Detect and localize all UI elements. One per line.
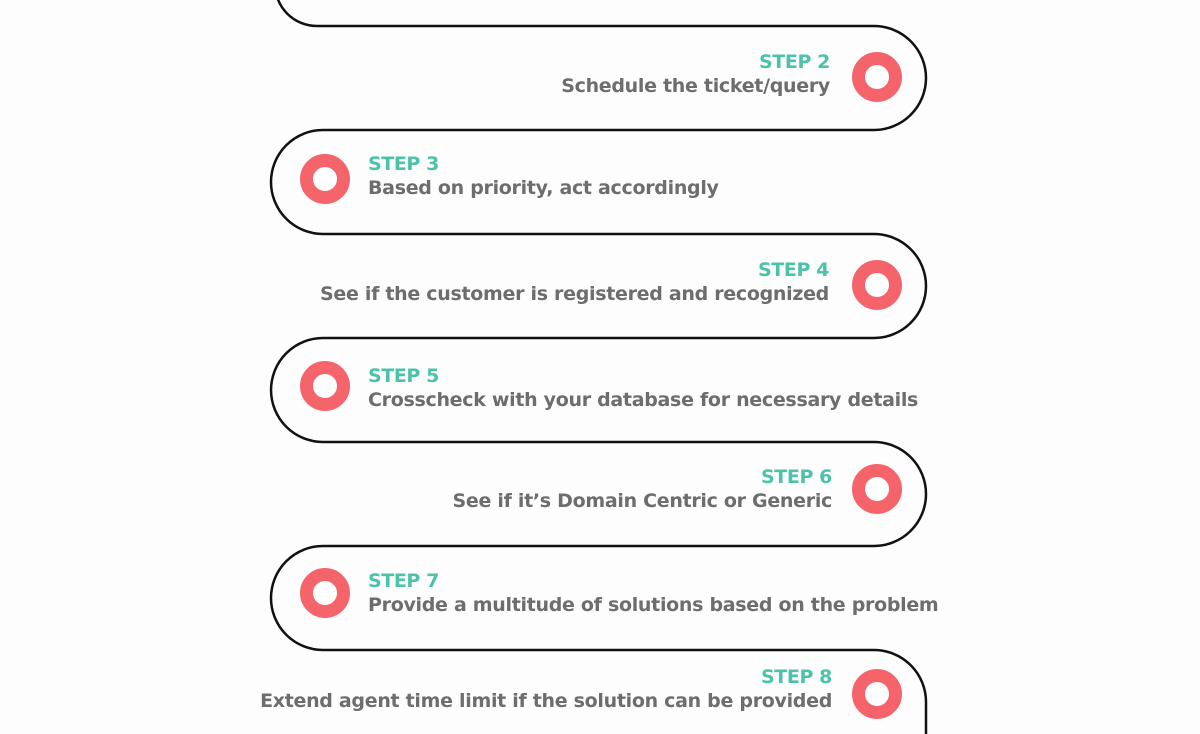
step-description: Extend agent time limit if the solution … <box>260 690 832 712</box>
step-6: STEP 6 See if it’s Domain Centric or Gen… <box>452 465 833 513</box>
step-4-ring-icon <box>852 260 902 310</box>
step-title: STEP 3 <box>368 153 439 175</box>
step-8-ring-icon <box>852 669 902 719</box>
step-8: STEP 8 Extend agent time limit if the so… <box>260 665 832 713</box>
step-title: STEP 2 <box>759 51 830 73</box>
step-title: STEP 5 <box>368 365 439 387</box>
step-3-ring-icon <box>300 154 350 204</box>
step-title: STEP 6 <box>761 466 832 488</box>
step-2-ring-icon <box>852 52 902 102</box>
step-6-ring-icon <box>852 464 902 514</box>
step-description: Based on priority, act accordingly <box>368 177 719 199</box>
step-description: Schedule the ticket/query <box>561 75 830 97</box>
step-5-ring-icon <box>300 361 350 411</box>
step-7: STEP 7 Provide a multitude of solutions … <box>368 569 939 617</box>
step-title: STEP 8 <box>761 666 832 688</box>
step-description: Provide a multitude of solutions based o… <box>368 594 939 616</box>
step-3: STEP 3 Based on priority, act accordingl… <box>368 152 719 200</box>
step-description: Crosscheck with your database for necess… <box>368 389 919 411</box>
step-5: STEP 5 Crosscheck with your database for… <box>368 364 918 412</box>
step-7-ring-icon <box>300 568 350 618</box>
step-description: See if it’s Domain Centric or Generic <box>452 490 833 512</box>
step-title: STEP 7 <box>368 570 439 592</box>
step-description: See if the customer is registered and re… <box>320 283 829 305</box>
step-4: STEP 4 See if the customer is registered… <box>320 258 829 306</box>
step-2: STEP 2 Schedule the ticket/query <box>561 50 830 98</box>
step-title: STEP 4 <box>758 259 829 281</box>
